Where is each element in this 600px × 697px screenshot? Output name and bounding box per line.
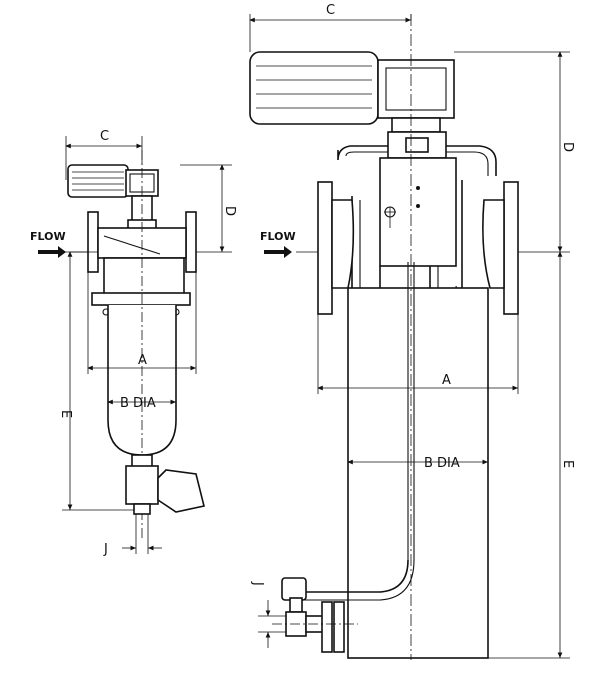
right-dim-j: J [250,581,265,586]
right-dim-e: E [560,460,575,468]
left-flow-arrow-icon [38,246,66,258]
right-motor [249,51,455,133]
left-dim-a: A [138,353,147,368]
right-dim-a: A [442,373,451,388]
left-dim-b: B DIA [120,396,156,411]
right-dim-b: B DIA [424,456,460,471]
right-dim-d: D [560,142,575,152]
left-dim-d: D [222,206,237,216]
right-drain-valve [272,559,415,653]
left-flow-label: FLOW [30,230,66,243]
right-flow-label: FLOW [260,230,296,243]
left-dim-c: C [100,129,109,144]
right-dim-c: C [326,3,335,18]
left-dim-j: J [103,542,108,557]
left-filter-body [87,150,197,540]
left-drain-valve [125,454,205,515]
right-manifold [337,131,497,267]
left-motor [67,164,159,231]
right-flow-arrow-icon [264,246,292,258]
right-housing [317,181,519,659]
left-filter-view: FLOW C D A B DIA E J [30,129,237,557]
left-dim-e: E [58,410,73,418]
right-filter-view: FLOW C D A B DIA E J [249,3,575,660]
